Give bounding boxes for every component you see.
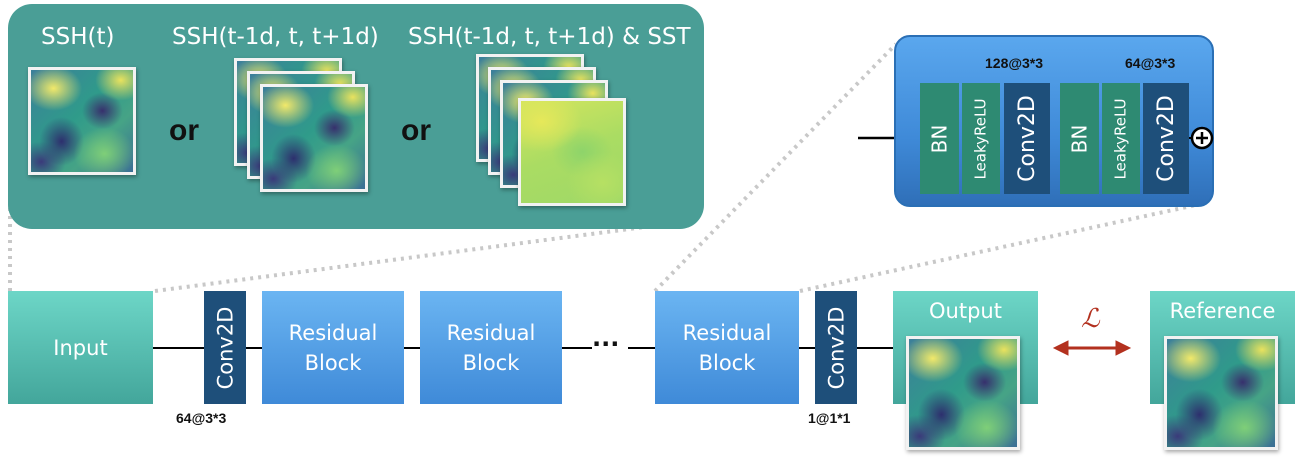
ssh-single-map bbox=[28, 67, 136, 175]
residual-block-1: Residual Block bbox=[262, 291, 404, 404]
option-ssh-sst-label: SSH(t-1d, t, t+1d) & SST bbox=[408, 24, 691, 50]
or-label-2: or bbox=[401, 114, 431, 147]
residual-block-n-line2: Block bbox=[698, 350, 756, 375]
rb-layer-conv2d-2: Conv2D bbox=[1143, 83, 1189, 194]
zoom-guide-block-right bbox=[799, 203, 1197, 293]
rb-layer-bn-1: BN bbox=[920, 83, 959, 194]
conv-out-label: Conv2D bbox=[824, 306, 848, 389]
loss-arrow bbox=[1052, 340, 1132, 356]
rb-layer-conv2d-1: Conv2D bbox=[1004, 83, 1050, 194]
rb-layer-leakyrelu-2: LeakyReLU bbox=[1102, 83, 1140, 194]
residual-block-2-line1: Residual bbox=[446, 320, 536, 345]
output-label: Output bbox=[929, 299, 1002, 323]
residual-block-n: Residual Block bbox=[655, 291, 799, 404]
conv-in-label: Conv2D bbox=[213, 306, 237, 389]
residual-block-1-line1: Residual bbox=[288, 320, 378, 345]
conv-out-box: Conv2D bbox=[815, 291, 857, 404]
loss-symbol: ℒ bbox=[1081, 304, 1100, 334]
reference-map bbox=[1164, 336, 1278, 450]
conv-out-spec: 1@1*1 bbox=[808, 410, 851, 426]
conv-in-spec: 64@3*3 bbox=[176, 410, 227, 426]
reference-label: Reference bbox=[1169, 299, 1276, 323]
option-ssh-t-label: SSH(t) bbox=[41, 24, 115, 50]
rb-layer-leakyrelu-1: LeakyReLU bbox=[962, 83, 1000, 194]
input-label: Input bbox=[53, 335, 108, 360]
conv1-spec-label: 128@3*3 bbox=[985, 55, 1044, 71]
or-label-1: or bbox=[169, 114, 199, 147]
conv-in-box: Conv2D bbox=[204, 291, 246, 404]
rb-layer-bn-2: BN bbox=[1060, 83, 1099, 194]
zoom-guide-block-left bbox=[653, 42, 898, 293]
zoom-guide-input-right bbox=[154, 223, 661, 293]
residual-block-n-line1: Residual bbox=[682, 320, 772, 345]
residual-block-2: Residual Block bbox=[420, 291, 562, 404]
ssh-stack-map-3 bbox=[260, 84, 368, 192]
input-options-panel: SSH(t) SSH(t-1d, t, t+1d) SSH(t-1d, t, t… bbox=[8, 4, 704, 229]
sst-map bbox=[518, 98, 626, 206]
residual-block-2-line2: Block bbox=[462, 350, 520, 375]
input-box: Input bbox=[8, 291, 153, 404]
output-map bbox=[906, 336, 1020, 450]
ellipsis: ··· bbox=[592, 330, 620, 358]
conv2-spec-label: 64@3*3 bbox=[1125, 55, 1176, 71]
option-ssh-3day-label: SSH(t-1d, t, t+1d) bbox=[172, 24, 379, 50]
residual-block-1-line2: Block bbox=[304, 350, 362, 375]
